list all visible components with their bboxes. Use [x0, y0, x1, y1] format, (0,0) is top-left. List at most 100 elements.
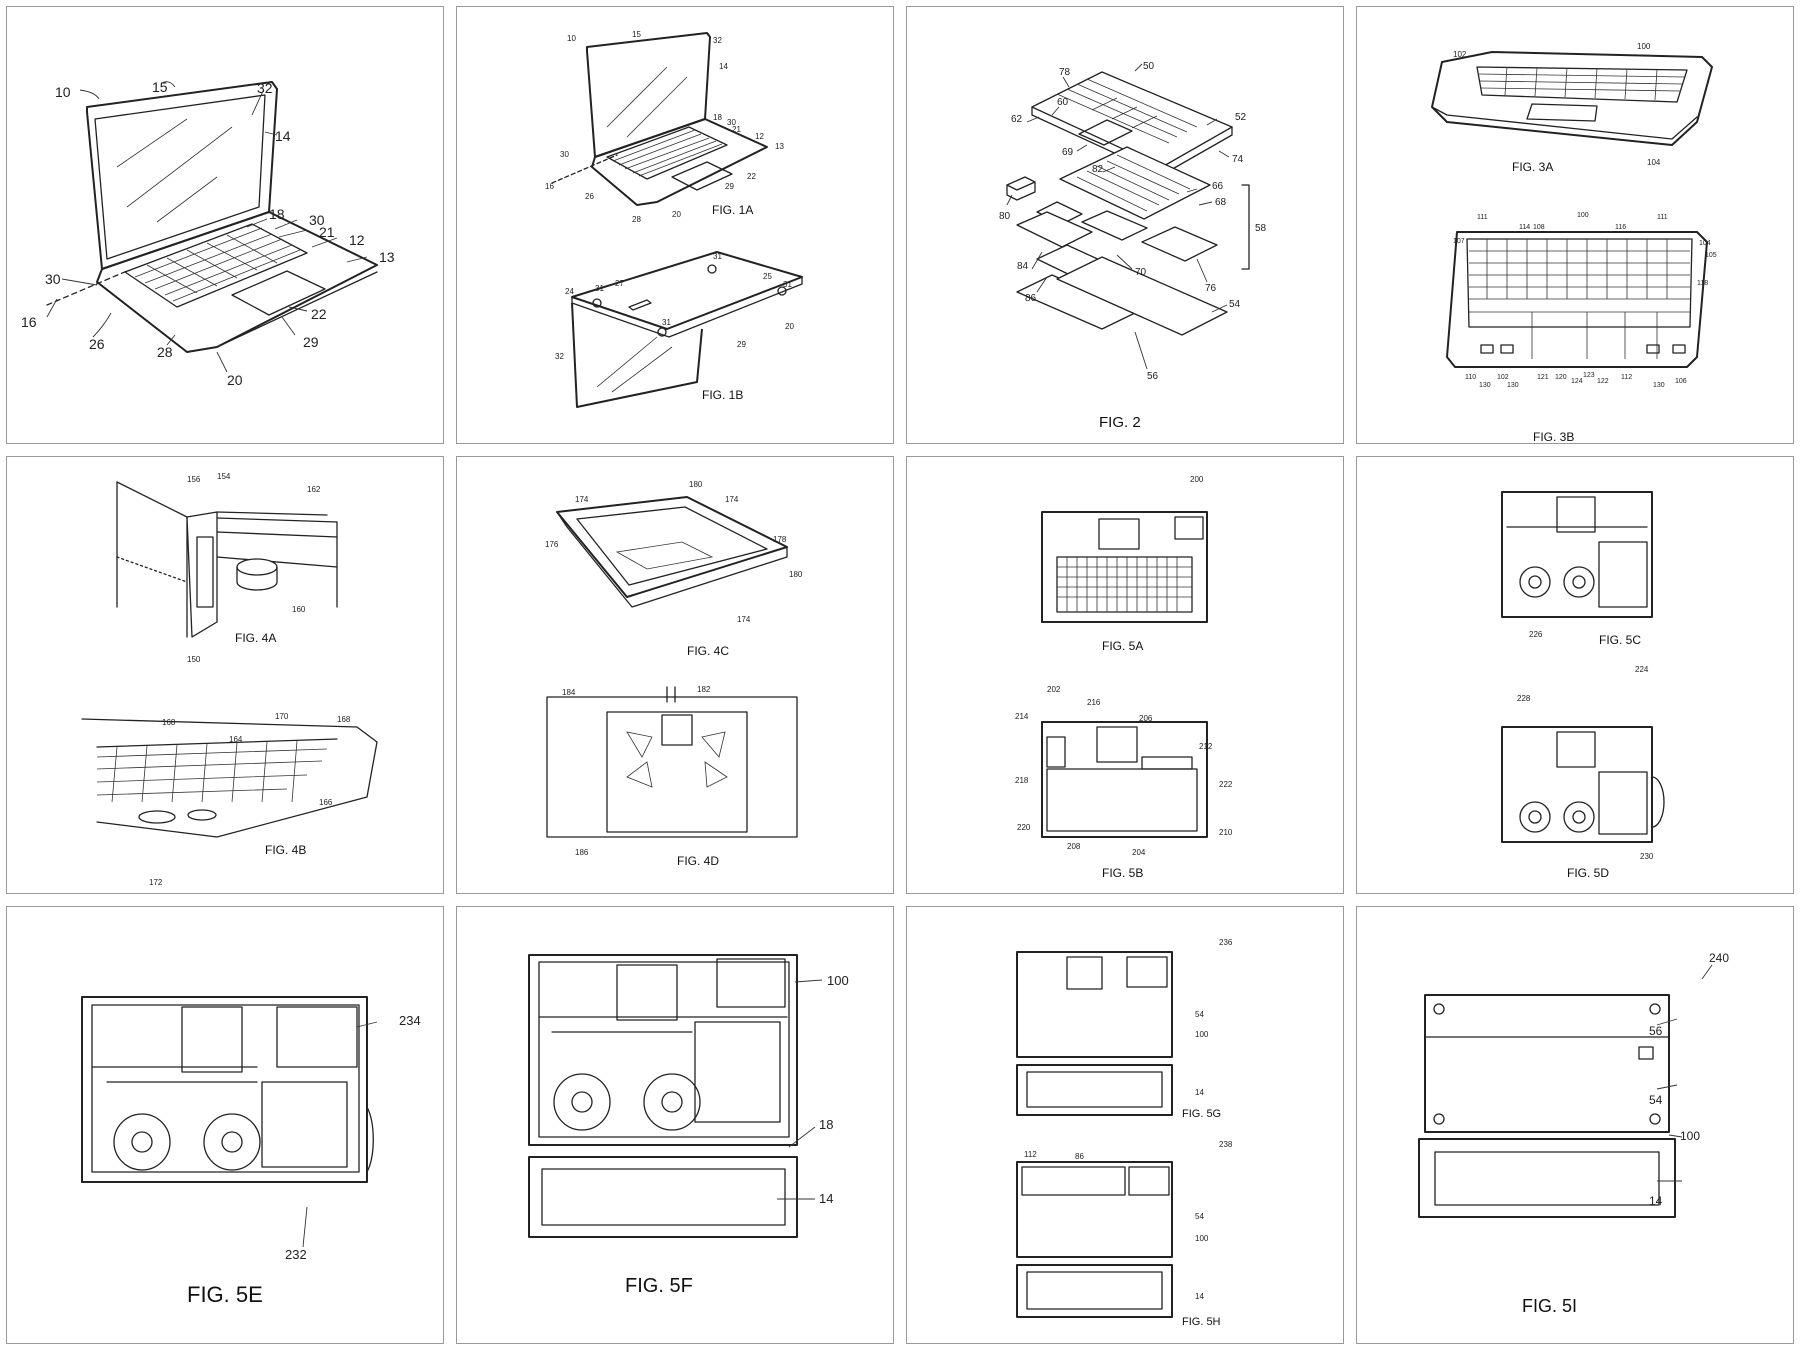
fig4c-ref: 174 — [725, 495, 739, 504]
fig5g-ref: 14 — [1195, 1088, 1204, 1097]
fig3b-ref: 114 — [1519, 224, 1530, 231]
fig1b-ref: 31 — [713, 252, 722, 261]
fig3b-ref: 107 — [1453, 238, 1465, 245]
fig5e-caption: FIG. 5E — [187, 1282, 263, 1307]
fig2-ref: 54 — [1229, 299, 1241, 310]
fig3b-ref: 130 — [1479, 382, 1491, 389]
fig5f-ref: 100 — [827, 973, 849, 988]
fig4b-ref: 172 — [149, 878, 163, 887]
fig4a-fig4b-drawing: 156 154 162 160 150 FIG. 4A 168 164 170 … — [81, 472, 378, 887]
fig2-caption: FIG. 2 — [1099, 414, 1141, 431]
fig1-ref: 29 — [303, 334, 319, 350]
panel-fig1a-fig1b: 10 15 32 14 18 30 21 12 13 30 16 26 28 2… — [456, 6, 894, 444]
panel-fig5e: 234 232 FIG. 5E — [6, 906, 444, 1344]
fig1a-ref: 10 — [567, 34, 576, 43]
fig5i-drawing: 240 56 54 100 14 FIG. 5I — [1418, 951, 1729, 1316]
fig5d-caption: FIG. 5D — [1567, 866, 1609, 880]
fig5f-ref: 14 — [819, 1191, 833, 1206]
fig5a-ref: 200 — [1190, 475, 1204, 484]
fig3a-ref: 100 — [1637, 42, 1651, 51]
fig3b-ref: 121 — [1537, 374, 1549, 381]
fig1a-ref: 15 — [632, 30, 641, 39]
fig2-ref: 60 — [1057, 97, 1069, 108]
fig1b-ref: 31 — [662, 318, 671, 327]
fig5e-ref: 232 — [285, 1247, 307, 1262]
fig5g-fig5h-drawing: 236 54 100 14 FIG. 5G 112 86 238 54 100 … — [1016, 938, 1233, 1328]
fig5b-ref: 202 — [1047, 685, 1061, 694]
fig5b-ref: 222 — [1219, 780, 1233, 789]
fig2-ref: 69 — [1062, 147, 1074, 158]
fig1b-ref: 24 — [565, 287, 574, 296]
fig2-ref: 62 — [1011, 114, 1023, 125]
fig5b-ref: 212 — [1199, 742, 1213, 751]
fig3b-ref: 122 — [1597, 378, 1609, 385]
fig5e-ref: 234 — [399, 1013, 421, 1028]
fig1-ref: 12 — [349, 232, 365, 248]
panel-fig5f: 100 18 14 FIG. 5F — [456, 906, 894, 1344]
fig2-ref: 80 — [999, 211, 1011, 222]
fig1a-ref: 22 — [747, 172, 756, 181]
fig3b-caption: FIG. 3B — [1533, 430, 1574, 444]
fig4a-ref: 162 — [307, 485, 321, 494]
fig4c-ref: 178 — [773, 535, 787, 544]
fig5d-ref: 228 — [1517, 694, 1531, 703]
fig3a-ref: 102 — [1453, 50, 1467, 59]
fig3a-fig3b-drawing: 102 100 104 FIG. 3A 111 114 108 100 11 — [1431, 42, 1717, 444]
fig5b-ref: 218 — [1015, 776, 1029, 785]
fig5c-ref: 226 — [1529, 630, 1543, 639]
fig1-ref: 20 — [227, 372, 243, 388]
fig1-ref: 14 — [275, 128, 291, 144]
fig1a-ref: 29 — [725, 182, 734, 191]
fig3b-ref: 108 — [1533, 224, 1545, 231]
fig1a-ref: 21 — [732, 125, 741, 134]
fig1a-ref: 18 — [713, 113, 722, 122]
fig5h-ref: 100 — [1195, 1234, 1209, 1243]
panel-fig5c-fig5d: 226 224 FIG. 5C 228 230 FIG. 5D — [1356, 456, 1794, 894]
fig5i-ref: 240 — [1709, 951, 1729, 965]
fig4d-ref: 182 — [697, 685, 711, 694]
fig1a-ref: 32 — [713, 36, 722, 45]
panel-fig2: 78 50 60 52 62 69 74 82 66 80 68 58 84 7… — [906, 6, 1344, 444]
fig5i-ref: 54 — [1649, 1093, 1663, 1107]
fig1b-ref: 25 — [763, 272, 772, 281]
fig4c-fig4d-drawing: 174 180 174 176 178 180 174 FIG. 4C 184 … — [545, 480, 803, 868]
fig5h-ref: 86 — [1075, 1152, 1084, 1161]
fig1-ref: 22 — [311, 306, 327, 322]
fig1-ref: 28 — [157, 344, 173, 360]
fig1b-ref: 31 — [595, 284, 604, 293]
fig1b-ref: 29 — [737, 340, 746, 349]
fig3b-ref: 111 — [1477, 214, 1488, 221]
fig4c-ref: 174 — [575, 495, 589, 504]
fig2-drawing: 78 50 60 52 62 69 74 82 66 80 68 58 84 7… — [999, 61, 1267, 431]
fig2-ref: 82 — [1092, 164, 1104, 175]
fig4c-ref: 180 — [689, 480, 703, 489]
fig4c-ref: 174 — [737, 615, 751, 624]
fig4a-ref: 160 — [292, 605, 306, 614]
fig5h-ref: 238 — [1219, 1140, 1233, 1149]
fig4d-ref: 186 — [575, 848, 589, 857]
fig2-ref: 78 — [1059, 67, 1071, 78]
fig5f-ref: 18 — [819, 1117, 833, 1132]
fig1b-ref: 32 — [555, 352, 564, 361]
fig4b-ref: 164 — [229, 735, 243, 744]
fig4b-caption: FIG. 4B — [265, 843, 306, 857]
fig2-ref: 76 — [1205, 283, 1217, 294]
fig5b-ref: 216 — [1087, 698, 1101, 707]
fig5h-caption: FIG. 5H — [1182, 1316, 1221, 1328]
fig1a-ref: 30 — [560, 150, 569, 159]
fig1-ref: 21 — [319, 224, 335, 240]
fig1-ref: 26 — [89, 336, 105, 352]
fig1a-ref: 30 — [727, 118, 736, 127]
fig5i-ref: 100 — [1680, 1129, 1700, 1143]
fig1a-ref: 16 — [545, 182, 554, 191]
fig5c-ref: 224 — [1635, 665, 1649, 674]
fig1-ref: 16 — [21, 314, 37, 330]
fig5i-ref: 14 — [1649, 1194, 1663, 1208]
fig5e-drawing: 234 232 FIG. 5E — [81, 996, 421, 1307]
fig4b-ref: 170 — [275, 712, 289, 721]
fig4c-ref: 180 — [789, 570, 803, 579]
fig3b-ref: 124 — [1571, 378, 1583, 385]
fig5g-ref: 236 — [1219, 938, 1233, 947]
fig3a-ref: 104 — [1647, 158, 1661, 167]
